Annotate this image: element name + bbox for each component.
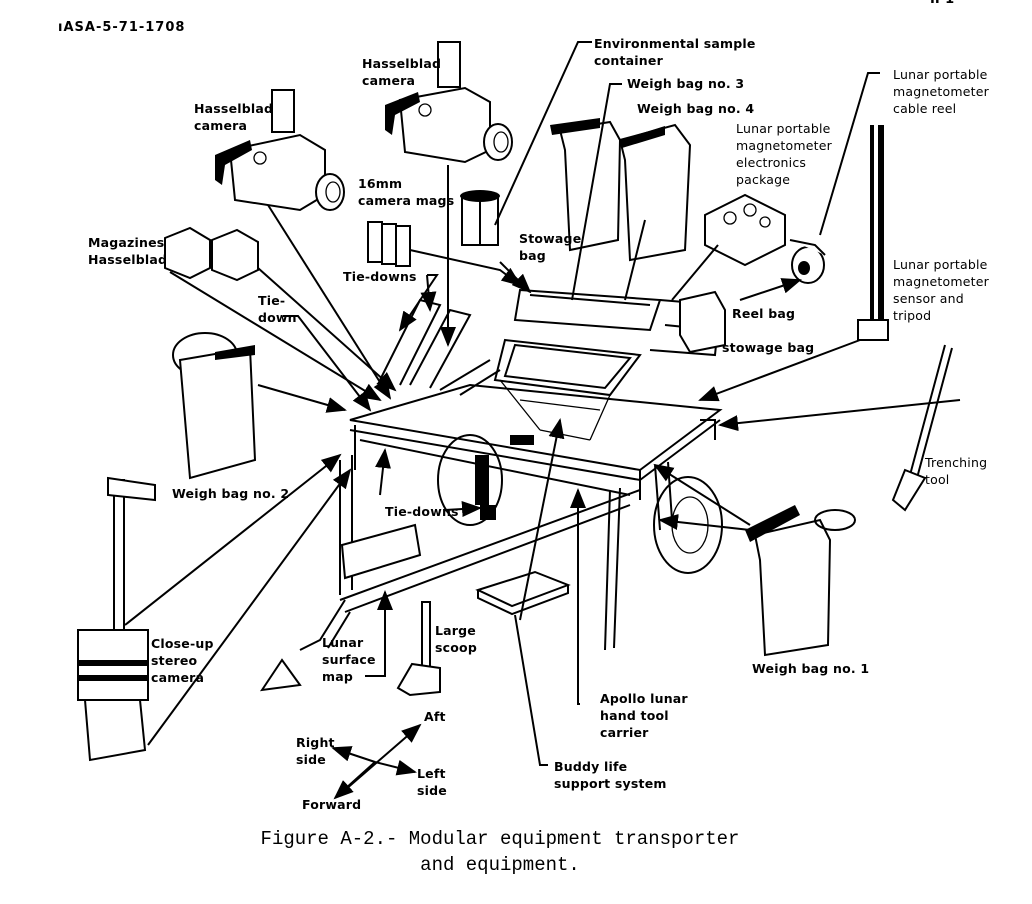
label-apollo-lunar-hand-tool-carrier: Apollo lunar hand tool carrier [600, 691, 688, 740]
label-lunar-surface-map: Lunar surface map [322, 635, 376, 684]
weigh-bag-2-drawing [172, 332, 257, 480]
label-stowage-bag: Stowage bag [519, 231, 582, 263]
document-id: ıASA-5-71-1708 [58, 20, 186, 35]
label-hasselblad-camera-left: Hasselblad camera [194, 101, 274, 133]
label-buddy-life-support-system: Buddy life support system [554, 759, 667, 791]
environmental-sample-container-drawing [460, 190, 500, 246]
hasselblad-camera-left-drawing [215, 89, 345, 212]
label-environmental-sample-container: Environmental sample container [594, 36, 756, 68]
label-lpm-sensor-tripod: Lunar portable magnetometer sensor and t… [893, 257, 989, 323]
label-tie-down: Tie- down [258, 293, 297, 325]
label-large-scoop: Large scoop [435, 623, 477, 655]
label-weigh-bag-2: Weigh bag no. 2 [172, 486, 290, 501]
label-lpm-cable-reel: Lunar portable magnetometer cable reel [893, 67, 989, 116]
lpm-sensor-tripod-drawing [857, 125, 889, 341]
label-weigh-bag-3: Weigh bag no. 3 [627, 76, 745, 91]
label-tie-downs-top: Tie-downs [343, 269, 417, 284]
label-hasselblad-camera-top: Hasselblad camera [362, 56, 442, 88]
label-right-side: Right side [296, 735, 335, 767]
transporter-frame [259, 288, 723, 692]
hasselblad-camera-top-drawing [385, 41, 513, 164]
figure-caption: Figure A-2.- Modular equipment transport… [260, 828, 740, 876]
large-scoop-drawing [396, 601, 441, 697]
label-reel-bag: Reel bag [732, 306, 796, 321]
label-left-side: Left side [417, 766, 447, 798]
weigh-bag-4-drawing [618, 123, 692, 262]
weigh-bag-1-drawing [745, 505, 856, 657]
hasselblad-magazines-drawing [164, 226, 259, 282]
camera-mags-16mm-drawing [367, 221, 411, 267]
label-camera-mags-16mm: 16mm camera mags [358, 176, 455, 208]
page-number: II-1 [930, 0, 954, 7]
label-weigh-bag-1: Weigh bag no. 1 [752, 661, 870, 676]
label-magazines-hasselblad: Magazines Hasselblad [88, 235, 168, 267]
buddy-life-support-drawing [475, 570, 571, 616]
label-closeup-stereo-camera: Close-up stereo camera [151, 636, 214, 685]
lpm-electronics-package-drawing [704, 193, 786, 267]
label-weigh-bag-4: Weigh bag no. 4 [637, 101, 755, 116]
lunar-surface-map-drawing [340, 523, 422, 580]
orientation-compass [331, 723, 422, 800]
closeup-stereo-camera-drawing [77, 476, 156, 762]
leader-lines [124, 41, 961, 766]
lpm-cable-reel-drawing [789, 239, 826, 284]
label-aft: Aft [424, 709, 446, 724]
label-tie-downs-bottom: Tie-downs [385, 504, 459, 519]
label-lpm-electronics-package: Lunar portable magnetometer electronics … [736, 121, 832, 187]
label-stowage-bag-right: stowage bag [722, 340, 815, 355]
reel-bag-drawing [679, 290, 726, 354]
weigh-bag-3-drawing [550, 118, 622, 252]
label-trenching-tool: Trenching tool [925, 455, 988, 487]
label-forward: Forward [302, 797, 362, 812]
trenching-tool-drawing [891, 344, 953, 512]
